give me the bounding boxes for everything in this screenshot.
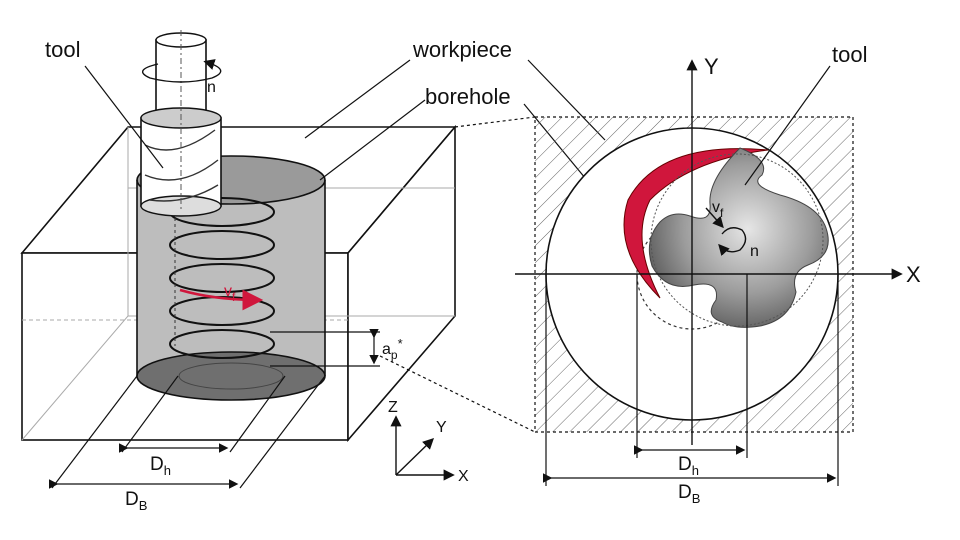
tool-label-left: tool bbox=[45, 37, 80, 62]
dh-label-right: Dh bbox=[678, 454, 699, 478]
tool-leader-right bbox=[744, 65, 831, 186]
db-label-left: DB bbox=[125, 489, 147, 513]
dh-label-left: Dh bbox=[150, 454, 171, 478]
tool-label-right: tool bbox=[832, 42, 867, 67]
triad-x-label: X bbox=[458, 468, 469, 485]
triad-y-label: Y bbox=[436, 419, 447, 436]
triad-z-label: Z bbox=[388, 399, 398, 416]
right-diameter-dimensions bbox=[542, 274, 839, 486]
tool-left-body bbox=[140, 30, 222, 217]
depth-dimension bbox=[270, 328, 380, 367]
coordinate-triad bbox=[390, 415, 455, 481]
rotation-label-right: n bbox=[750, 243, 759, 260]
cut-crescent bbox=[623, 148, 769, 299]
feed-label: vf bbox=[224, 283, 236, 304]
db-label-right: DB bbox=[678, 482, 700, 506]
borehole-leader-left bbox=[319, 99, 426, 181]
tool-leader-left bbox=[84, 65, 164, 169]
tool-cross-section bbox=[648, 147, 829, 328]
workpiece-label: workpiece bbox=[412, 37, 512, 62]
view-connector-lines bbox=[379, 116, 536, 433]
depth-label: ap* bbox=[382, 336, 403, 362]
rotation-label-left: n bbox=[207, 79, 216, 96]
feed-direction-arrow bbox=[179, 288, 264, 311]
axis-x-label: X bbox=[906, 262, 921, 287]
left-diameter-dimensions bbox=[48, 375, 326, 489]
workpiece-leader-left bbox=[304, 59, 411, 139]
axis-y-label: Y bbox=[704, 54, 719, 79]
feed-label-right: vf bbox=[712, 199, 724, 220]
borehole-label: borehole bbox=[425, 84, 511, 109]
top-view-axes bbox=[515, 59, 903, 445]
